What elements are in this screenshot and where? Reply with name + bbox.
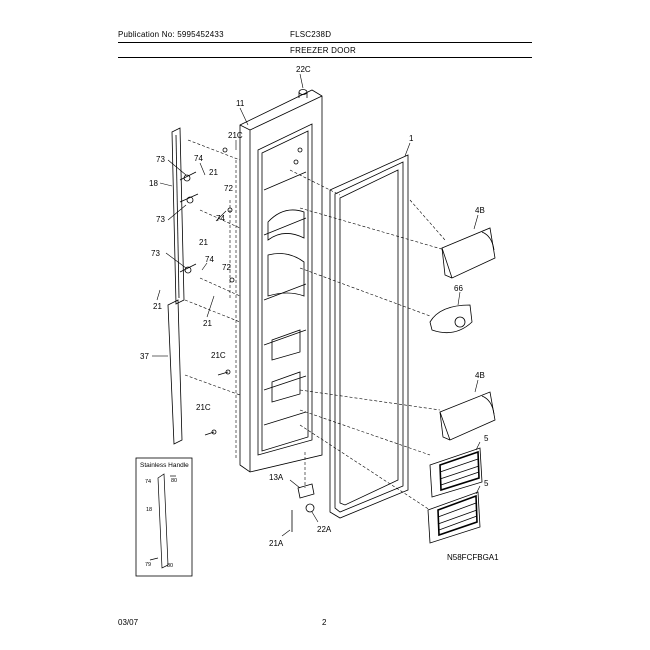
callout-18: 18	[149, 179, 158, 188]
inset-label-18: 18	[146, 507, 152, 513]
callout-21-d: 21	[153, 302, 162, 311]
inset-title: Stainless Handle	[140, 462, 189, 469]
inset-stainless-handle: Stainless Handle 74 80 18 79 80	[135, 457, 193, 577]
wire-basket-lower	[427, 491, 481, 544]
callout-22c: 22C	[296, 65, 311, 74]
callout-22a: 22A	[317, 525, 332, 534]
inset-label-74: 74	[145, 479, 151, 485]
callout-21a-bottom: 21A	[269, 539, 284, 548]
model-number: FLSC238D	[290, 30, 332, 39]
callout-74-a: 74	[194, 154, 203, 163]
callout-66: 66	[454, 284, 463, 293]
ice-chute-part	[429, 304, 473, 334]
door-gasket	[329, 154, 409, 519]
callout-21c-mid: 21C	[211, 351, 226, 360]
callout-4b-bottom: 4B	[475, 371, 485, 380]
door-bin-upper	[441, 227, 496, 279]
header-rule-top	[118, 42, 532, 43]
diagram-code: N58FCFBGA1	[447, 553, 499, 562]
callout-21-e: 21	[203, 319, 212, 328]
callout-73-b: 73	[156, 215, 165, 224]
callout-21-a: 21	[209, 168, 218, 177]
callout-73-a: 73	[156, 155, 165, 164]
wire-basket-upper	[429, 447, 483, 498]
header-rule-bottom	[118, 57, 532, 58]
callout-5-lower: 5	[484, 479, 489, 488]
callout-74-c: 74	[205, 255, 214, 264]
callout-21c-low: 21C	[196, 403, 211, 412]
alignment-lines	[184, 139, 446, 511]
callout-5-upper: 5	[484, 434, 489, 443]
footer-date: 03/07	[118, 618, 139, 627]
callout-72-a: 72	[224, 184, 233, 193]
bottom-hinge	[291, 483, 315, 532]
callout-74-b: 74	[216, 214, 225, 223]
callout-21c-top: 21C	[228, 131, 243, 140]
callout-leaders	[152, 73, 481, 537]
footer-page-number: 2	[322, 618, 327, 627]
freezer-door-shell	[239, 89, 323, 473]
publication-number: Publication No: 5995452433	[118, 30, 224, 39]
callout-21-b: 21	[199, 238, 208, 247]
inset-label-80-bottom: 80	[167, 563, 173, 569]
callout-13a: 13A	[269, 473, 284, 482]
callout-4b-top: 4B	[475, 206, 485, 215]
inset-label-79: 79	[145, 562, 151, 568]
callout-1: 1	[409, 134, 414, 143]
door-handle	[167, 127, 199, 445]
callout-labels: 22C 11 21C 1 73 74 21 18 72 73 74 21 4B …	[140, 65, 499, 562]
callout-72-b: 72	[222, 263, 231, 272]
callout-37: 37	[140, 352, 149, 361]
section-title: FREEZER DOOR	[290, 46, 356, 55]
door-bin-lower	[439, 391, 496, 441]
callout-11: 11	[236, 99, 245, 108]
callout-73-c: 73	[151, 249, 160, 258]
inset-label-80-top: 80	[171, 478, 177, 484]
